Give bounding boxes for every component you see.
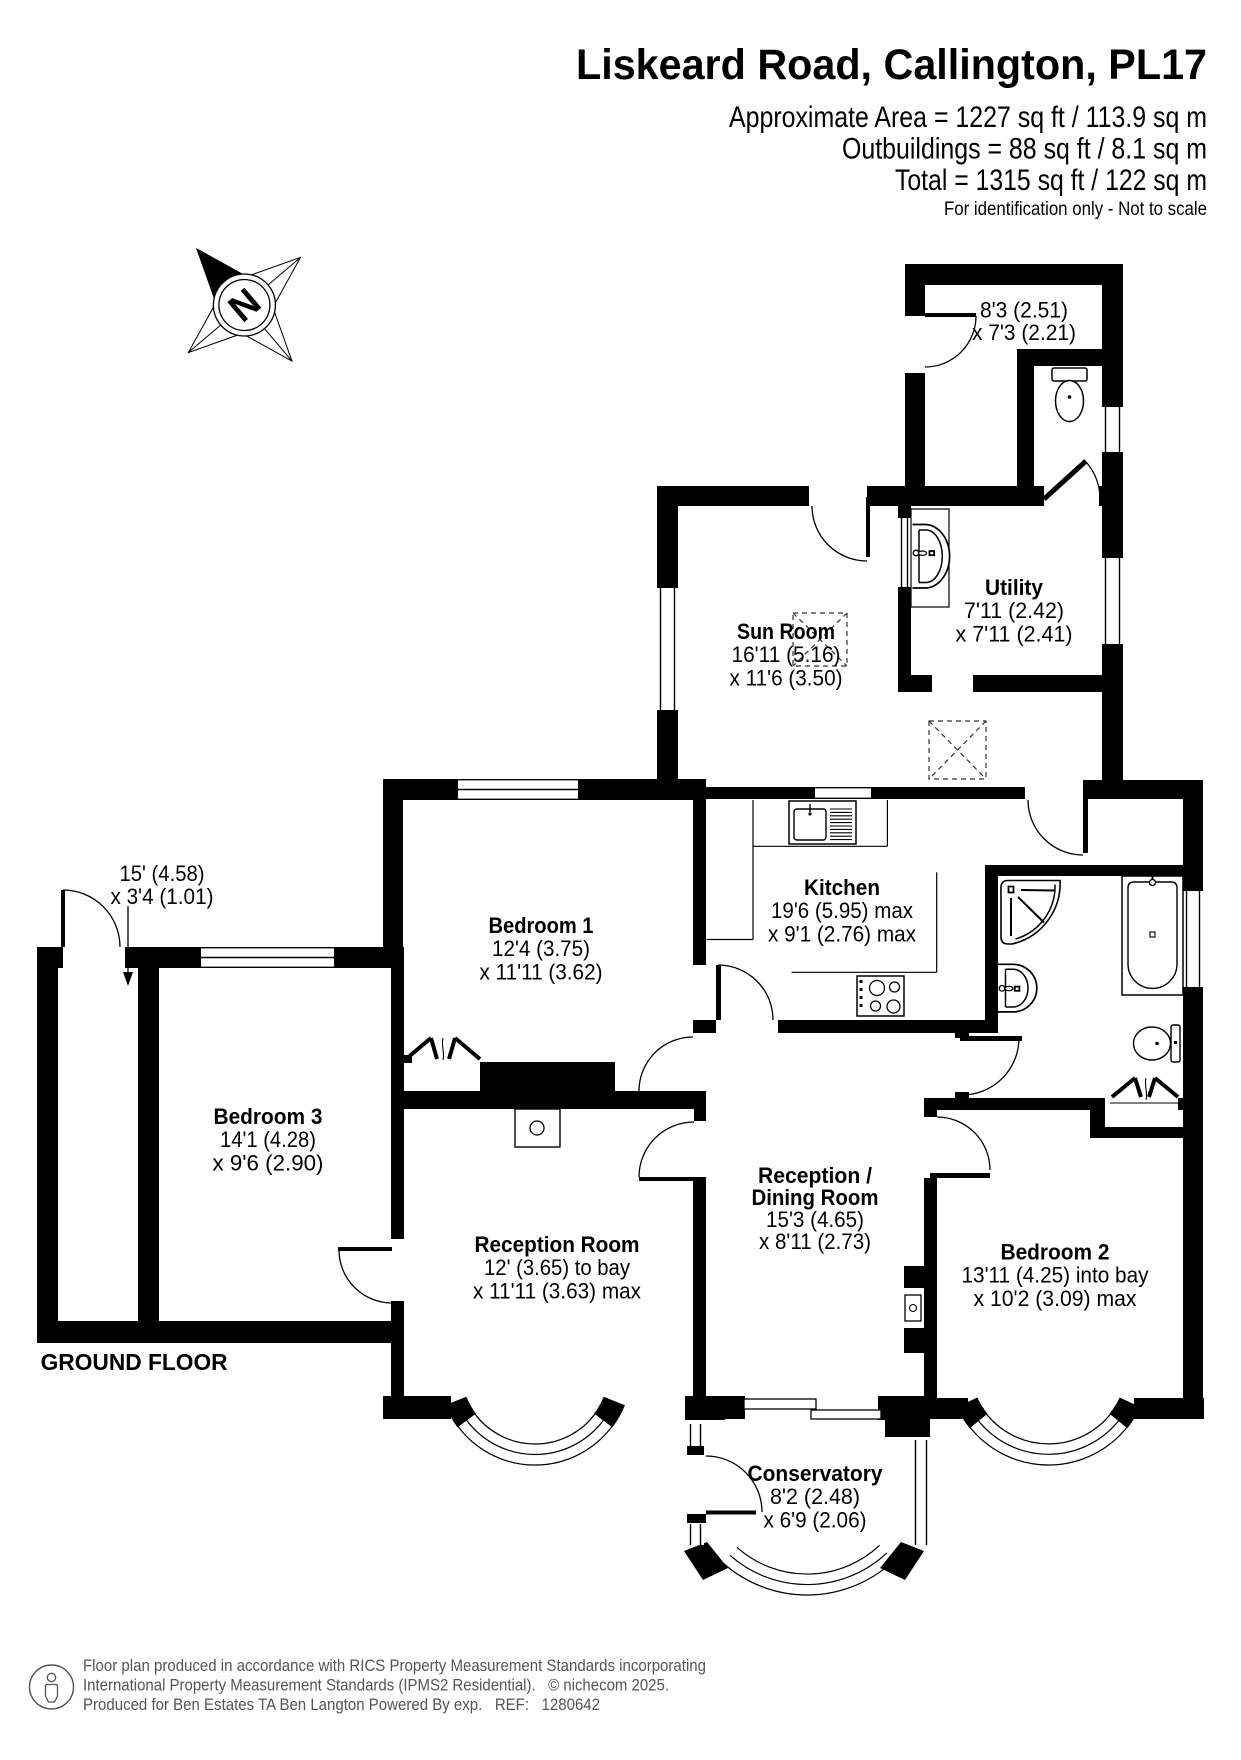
svg-text:15'3 (4.65): 15'3 (4.65) <box>766 1207 864 1232</box>
svg-text:For identification only - Not: For identification only - Not to scale <box>944 198 1207 220</box>
svg-text:GROUND FLOOR: GROUND FLOOR <box>41 1349 228 1375</box>
svg-text:13'11 (4.25) into bay: 13'11 (4.25) into bay <box>962 1263 1150 1288</box>
svg-text:x 7'11 (2.41): x 7'11 (2.41) <box>956 621 1073 646</box>
svg-text:12' (3.65) to bay: 12' (3.65) to bay <box>484 1255 631 1280</box>
svg-text:Sun Room: Sun Room <box>737 619 835 644</box>
svg-text:x 7'3 (2.21): x 7'3 (2.21) <box>972 320 1076 345</box>
svg-text:x 10'2 (3.09) max: x 10'2 (3.09) max <box>974 1286 1138 1311</box>
svg-text:Reception /: Reception / <box>758 1163 873 1188</box>
svg-text:Bedroom 1: Bedroom 1 <box>489 913 594 938</box>
svg-text:Bedroom 3: Bedroom 3 <box>214 1104 323 1129</box>
svg-text:Reception Room: Reception Room <box>475 1232 640 1257</box>
svg-text:Dining Room: Dining Room <box>752 1185 879 1210</box>
svg-text:x 11'11 (3.63) max: x 11'11 (3.63) max <box>473 1278 642 1303</box>
svg-text:Bedroom 2: Bedroom 2 <box>1001 1240 1110 1265</box>
svg-text:Produced for Ben Estates TA Be: Produced for Ben Estates TA Ben Langton … <box>83 1696 600 1714</box>
svg-text:8'3 (2.51): 8'3 (2.51) <box>980 298 1068 323</box>
svg-text:x 11'6 (3.50): x 11'6 (3.50) <box>730 665 843 690</box>
svg-text:Conservatory: Conservatory <box>748 1461 883 1486</box>
svg-text:Utility: Utility <box>985 575 1043 600</box>
svg-text:x 11'11 (3.62): x 11'11 (3.62) <box>480 959 603 984</box>
svg-text:15' (4.58): 15' (4.58) <box>120 861 205 886</box>
svg-text:International Property Measure: International Property Measurement Stand… <box>83 1677 669 1695</box>
svg-text:x 8'11 (2.73): x 8'11 (2.73) <box>759 1229 871 1254</box>
svg-text:x 3'4 (1.01): x 3'4 (1.01) <box>111 884 214 909</box>
svg-text:x 9'6 (2.90): x 9'6 (2.90) <box>213 1150 324 1175</box>
svg-text:Outbuildings = 88 sq ft / 8.1: Outbuildings = 88 sq ft / 8.1 sq m <box>842 133 1207 166</box>
svg-text:Approximate Area = 1227 sq ft: Approximate Area = 1227 sq ft / 113.9 sq… <box>729 101 1207 134</box>
svg-text:8'2 (2.48): 8'2 (2.48) <box>770 1484 860 1509</box>
svg-text:x 9'1 (2.76) max: x 9'1 (2.76) max <box>768 921 917 946</box>
svg-text:7'11 (2.42): 7'11 (2.42) <box>964 598 1064 623</box>
svg-text:Total = 1315 sq ft / 122 sq m: Total = 1315 sq ft / 122 sq m <box>895 164 1207 197</box>
svg-text:12'4 (3.75): 12'4 (3.75) <box>492 936 590 961</box>
svg-text:14'1 (4.28): 14'1 (4.28) <box>220 1127 316 1152</box>
svg-text:16'11 (5.16): 16'11 (5.16) <box>732 642 841 667</box>
svg-text:Floor plan produced in accorda: Floor plan produced in accordance with R… <box>83 1657 706 1675</box>
svg-text:19'6 (5.95) max: 19'6 (5.95) max <box>771 898 914 923</box>
svg-text:Liskeard Road, Callington, PL1: Liskeard Road, Callington, PL17 <box>576 41 1207 89</box>
svg-text:Kitchen: Kitchen <box>804 875 880 900</box>
svg-text:x 6'9 (2.06): x 6'9 (2.06) <box>764 1507 867 1532</box>
